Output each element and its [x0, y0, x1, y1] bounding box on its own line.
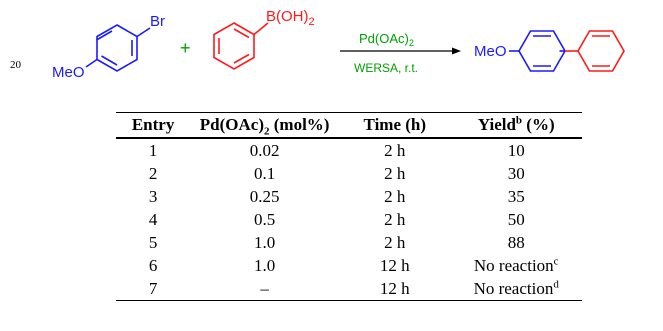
cell-yield: No reactiond — [450, 277, 582, 301]
table-row: 2 0.1 2 h 30 — [116, 162, 582, 185]
cell-time: 12 h — [339, 277, 451, 301]
cell-entry: 4 — [148, 210, 158, 229]
cell-pd: 0.1 — [254, 164, 276, 183]
results-table: Entry Pd(OAc)2 (mol%) Time (h) Yieldb (%… — [116, 112, 582, 301]
cell-time: 2 h — [384, 141, 406, 160]
reactant1-meo-label: MeO — [52, 64, 85, 81]
table-row: 5 1.0 2 h 88 — [116, 231, 582, 254]
cell-time: 2 h — [384, 210, 406, 229]
reaction-arrow — [340, 47, 461, 55]
cell-entry: 6 — [148, 256, 158, 275]
table-row: 3 0.25 2 h 35 — [116, 185, 582, 208]
reactant1-br-label: Br — [150, 13, 165, 30]
product-ring-red — [565, 30, 625, 72]
cell-pd: 0.25 — [249, 187, 280, 206]
cell-yield: 10 — [507, 141, 525, 160]
table-row: 4 0.5 2 h 50 — [116, 208, 582, 231]
reactant2-boh2-label: B(OH)2 — [266, 8, 315, 28]
cell-entry: 1 — [148, 141, 158, 160]
reactant-phenylboronic-acid — [213, 22, 269, 70]
cell-entry: 2 — [148, 164, 158, 183]
cell-pd: – — [190, 277, 340, 301]
catalyst-label: Pd(OAc)2 — [359, 31, 414, 48]
product-meo-label: MeO — [474, 43, 507, 60]
cell-entry: 7 — [116, 277, 191, 301]
plus-sign: + — [180, 38, 191, 58]
reaction-scheme: Br MeO + B(OH)2 Pd(OAc)2 WERSA, r.t. MeO — [52, 8, 625, 81]
cell-time: 12 h — [379, 256, 410, 275]
table-row: 1 0.02 2 h 10 — [116, 138, 582, 162]
cell-yield: No reactionc — [473, 255, 559, 275]
reactant-bromoanisole — [85, 24, 151, 72]
conditions-label: WERSA, r.t. — [354, 61, 418, 75]
cell-entry: 3 — [148, 187, 158, 206]
cell-pd: 1.0 — [254, 256, 276, 275]
cell-yield: 50 — [507, 210, 525, 229]
header-entry: Entry — [116, 112, 191, 139]
product-ring-blue — [509, 30, 566, 72]
cell-time: 2 h — [384, 233, 406, 252]
cell-entry: 5 — [148, 233, 158, 252]
cell-yield: 35 — [507, 187, 525, 206]
cell-time: 2 h — [384, 187, 406, 206]
table-row: 7 – 12 h No reactiond — [116, 277, 582, 301]
header-pd-loading: Pd(OAc)2 (mol%) — [190, 112, 340, 139]
cell-yield: 30 — [507, 164, 525, 183]
cell-yield: 88 — [507, 233, 525, 252]
cell-time: 2 h — [384, 164, 406, 183]
cell-pd: 0.02 — [249, 141, 280, 160]
header-yield: Yieldb (%) — [450, 112, 582, 139]
page-number: 20 — [10, 59, 21, 71]
cell-pd: 1.0 — [254, 233, 276, 252]
header-time: Time (h) — [339, 112, 451, 139]
table-row: 6 1.0 12 h No reactionc — [116, 254, 582, 277]
cell-pd: 0.5 — [254, 210, 276, 229]
table-header-row: Entry Pd(OAc)2 (mol%) Time (h) Yieldb (%… — [116, 112, 582, 139]
